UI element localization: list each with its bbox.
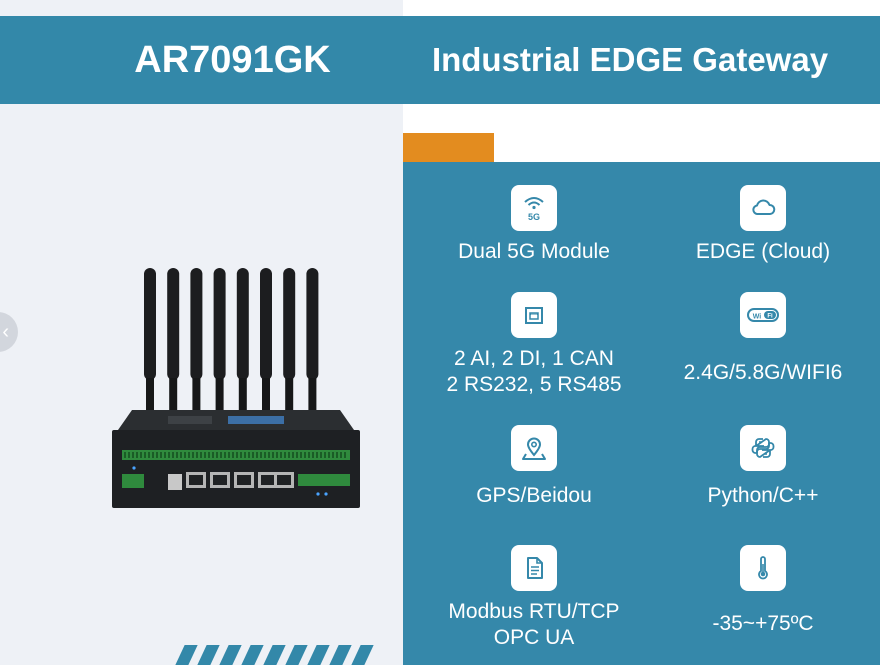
product-tagline: Industrial EDGE Gateway <box>431 41 829 78</box>
python-icon <box>740 425 786 471</box>
orange-accent-tab <box>403 133 494 162</box>
feature-dual-5g: 5G Dual 5G Module <box>419 185 649 265</box>
antenna <box>260 268 272 380</box>
svg-text:Wi: Wi <box>753 314 762 321</box>
antenna-base <box>285 378 294 412</box>
lan-ports <box>186 472 294 488</box>
svg-text:5G: 5G <box>528 212 540 222</box>
cloud-icon <box>740 185 786 231</box>
antenna <box>144 268 156 380</box>
feature-label-modbus-line2: OPC UA <box>493 626 575 649</box>
feature-modbus: Modbus RTU/TCP OPC UA <box>419 545 649 651</box>
antenna-base <box>238 378 247 412</box>
product-model: AR7091GK <box>134 38 331 81</box>
feature-label-dual-5g: Dual 5G Module <box>458 240 610 263</box>
feature-label-edge-cloud: EDGE (Cloud) <box>695 240 831 263</box>
top-white-strip <box>403 0 880 16</box>
svg-text:Fi: Fi <box>767 314 773 320</box>
feature-gps: GPS/Beidou <box>419 425 649 509</box>
antenna-base <box>146 378 154 412</box>
document-icon <box>511 545 557 591</box>
feature-label-modbus-line1: Modbus RTU/TCP <box>448 600 620 623</box>
antenna <box>213 268 226 380</box>
chevron-left-icon: ‹ <box>2 320 9 343</box>
io-port-icon <box>511 292 557 338</box>
feature-label-gps: GPS/Beidou <box>476 484 592 507</box>
feature-temperature: -35~+75ºC <box>648 545 878 637</box>
antenna <box>190 268 203 380</box>
feature-label-temperature: -35~+75ºC <box>712 612 814 635</box>
feature-label-io-line2: 2 RS232, 5 RS485 <box>446 373 622 396</box>
feature-label-python: Python/C++ <box>707 484 819 507</box>
decorative-stripes <box>175 645 374 665</box>
antenna-base <box>262 378 270 412</box>
antenna-base <box>308 378 317 412</box>
antennas <box>144 268 319 412</box>
features-panel <box>403 162 880 665</box>
header-bar <box>0 16 880 104</box>
antenna <box>306 268 319 380</box>
antenna-base <box>192 378 201 412</box>
antenna <box>283 268 296 380</box>
antenna-base <box>215 378 224 412</box>
feature-label-io-line1: 2 AI, 2 DI, 1 CAN <box>454 347 614 370</box>
feature-python: Python/C++ <box>648 425 878 509</box>
wifi-icon: Wi Fi <box>740 292 786 338</box>
feature-io-ports: 2 AI, 2 DI, 1 CAN 2 RS232, 5 RS485 <box>419 292 649 398</box>
antenna-base <box>169 378 178 412</box>
antenna <box>167 268 180 380</box>
antenna <box>236 268 249 380</box>
location-pin-icon <box>511 425 557 471</box>
router-image <box>112 268 360 508</box>
feature-edge-cloud: EDGE (Cloud) <box>648 185 878 265</box>
5g-signal-icon: 5G <box>511 185 557 231</box>
feature-label-wifi: 2.4G/5.8G/WIFI6 <box>683 361 843 384</box>
feature-wifi: Wi Fi 2.4G/5.8G/WIFI6 <box>648 292 878 386</box>
thermometer-icon <box>740 545 786 591</box>
prev-slide-button[interactable]: ‹ <box>0 312 18 352</box>
